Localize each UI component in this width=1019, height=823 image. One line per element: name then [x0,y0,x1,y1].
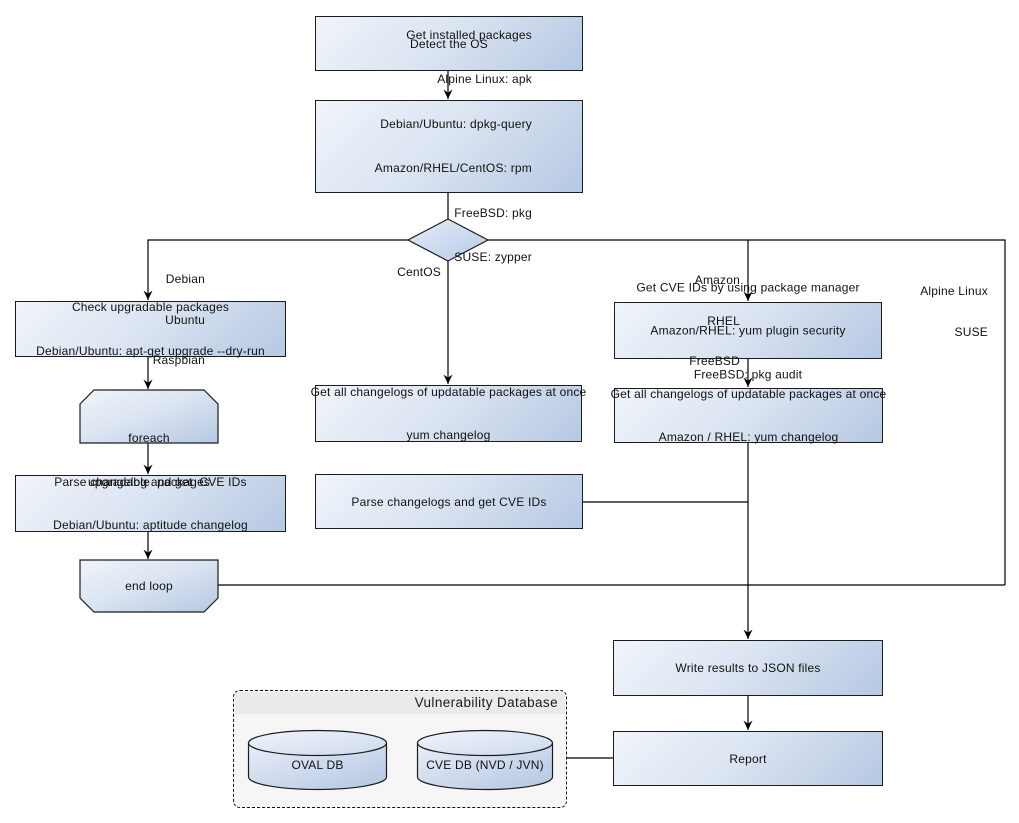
node-line: FreeBSD: pkg [454,205,532,220]
branch-line: FreeBSD [689,354,740,368]
node-line: Amazon / RHEL: yum changelog [658,430,839,444]
node-line: Check upgradable packages [71,300,230,314]
node-line: FreeBSD: pkg audit [693,366,803,381]
node-label: Get installed packages Alpine Linux: apk… [375,0,532,294]
branch-line: Ubuntu [165,312,205,327]
branch-line: Raspbian [152,353,205,367]
node-label: Get CVE IDs by using package manager Ama… [636,251,859,411]
oval-db-label: OVAL DB [291,758,344,772]
node-line: Get all changelogs of updatable packages… [310,384,587,399]
cve-db-label: CVE DB (NVD / JVN) [426,758,544,772]
branch-line: RHEL [707,313,740,328]
node-get-cve-ids-package-manager: Get CVE IDs by using package manager Ama… [614,280,882,381]
node-line: foreach [128,431,170,445]
node-label: Parse changelogs and get CVE IDs [351,494,547,509]
node-label: Get all changelogs of updatable packages… [611,358,887,474]
branch-line: SUSE [954,324,988,339]
vulnerability-database-container: Vulnerability Database [233,690,567,808]
branch-label-alpine: Alpine Linux SUSE [880,258,988,366]
vulnerability-database-title: Vulnerability Database [235,692,565,714]
node-line: Amazon/RHEL/CentOS: rpm [374,161,532,176]
node-line: Debian/Ubuntu: dpkg-query [380,116,532,131]
node-line: upgradable packages [87,474,211,489]
branch-label-amazon: Amazon RHEL FreeBSD [660,247,740,396]
branch-line: Debian [165,272,205,286]
end-loop-label: end loop [125,579,173,593]
branch-line: Alpine Linux [920,284,988,298]
node-line: Debian/Ubuntu: aptitude changelog [53,518,248,532]
node-label: Report [729,751,767,766]
node-label: Get all changelogs of updatable packages… [311,356,587,472]
node-line: Amazon/RHEL: yum plugin security [650,323,846,338]
node-line: Parse changelog and get CVE IDs [54,474,247,489]
branch-line: Amazon [694,273,740,287]
node-check-upgradable-packages: Check upgradable packages Debian/Ubuntu:… [15,300,286,358]
node-changelog-amazon-rhel: Get all changelogs of updatable packages… [611,387,887,445]
branch-label-centos: CentOS [397,265,441,279]
node-label: Write results to JSON files [675,660,821,675]
node-label: Parse changelog and get CVE IDs Debian/U… [53,446,248,562]
node-report: Report [613,731,883,786]
node-get-installed-packages: Get installed packages Alpine Linux: apk… [315,28,583,264]
node-line: yum changelog [406,428,491,442]
node-line: Get CVE IDs by using package manager [636,279,860,294]
node-write-results-json: Write results to JSON files [613,640,883,696]
node-line: Alpine Linux: apk [437,72,532,87]
node-label: Detect the OS [410,36,488,51]
node-line: Get installed packages [406,28,532,43]
branch-label-debian: Debian Ubuntu Raspbian [120,246,205,395]
foreach-loop-label: foreach upgradable packages [80,402,218,518]
node-line: Get all changelogs of updatable packages… [610,386,887,401]
node-parse-changelogs-centos: Parse changelogs and get CVE IDs [315,474,583,529]
node-line: Debian/Ubuntu: apt-get upgrade --dry-run [36,343,265,358]
node-line: SUSE: zypper [454,250,532,265]
node-changelog-centos: Get all changelogs of updatable packages… [311,385,586,442]
node-parse-changelog-debian: Parse changelog and get CVE IDs Debian/U… [15,475,286,532]
node-label: Check upgradable packages Debian/Ubuntu:… [36,271,265,387]
node-detect-os: Detect the OS [315,16,583,71]
